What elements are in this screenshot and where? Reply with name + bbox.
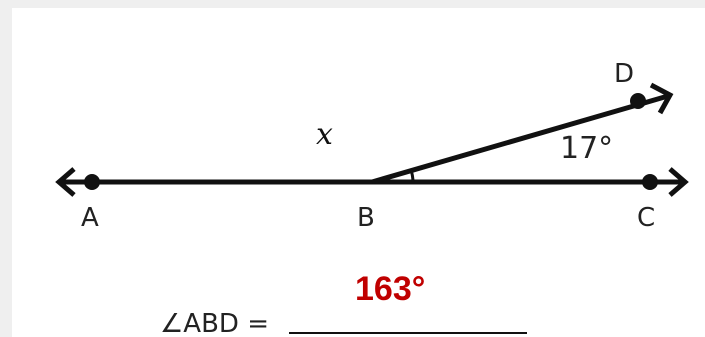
worksheet-page	[12, 8, 705, 337]
arrow-right-icon	[668, 167, 689, 197]
ray-bd	[371, 93, 669, 185]
answer-value: 163°	[355, 270, 425, 308]
point-d	[630, 93, 646, 109]
arrow-d-icon	[649, 82, 674, 115]
question-label: ∠ABD =	[160, 309, 269, 337]
arrow-left-icon	[55, 167, 76, 197]
label-c: C	[637, 203, 655, 233]
label-d: D	[614, 59, 634, 89]
point-c	[642, 174, 658, 190]
angle-arc	[409, 169, 415, 183]
point-a	[84, 174, 100, 190]
angle-17-label: 17°	[560, 131, 613, 166]
label-a: A	[81, 203, 99, 233]
label-b: B	[357, 203, 375, 233]
variable-x: x	[316, 117, 333, 152]
